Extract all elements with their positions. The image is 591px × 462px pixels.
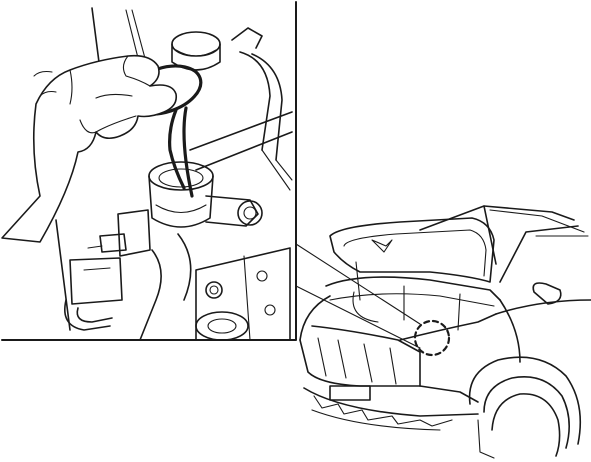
detail-inset bbox=[2, 2, 296, 340]
oil-filler-location-marker bbox=[415, 321, 449, 355]
car-illustration bbox=[300, 206, 591, 458]
engine-bay-parts bbox=[56, 8, 292, 340]
hand-icon bbox=[2, 56, 176, 242]
license-plate bbox=[330, 386, 370, 400]
